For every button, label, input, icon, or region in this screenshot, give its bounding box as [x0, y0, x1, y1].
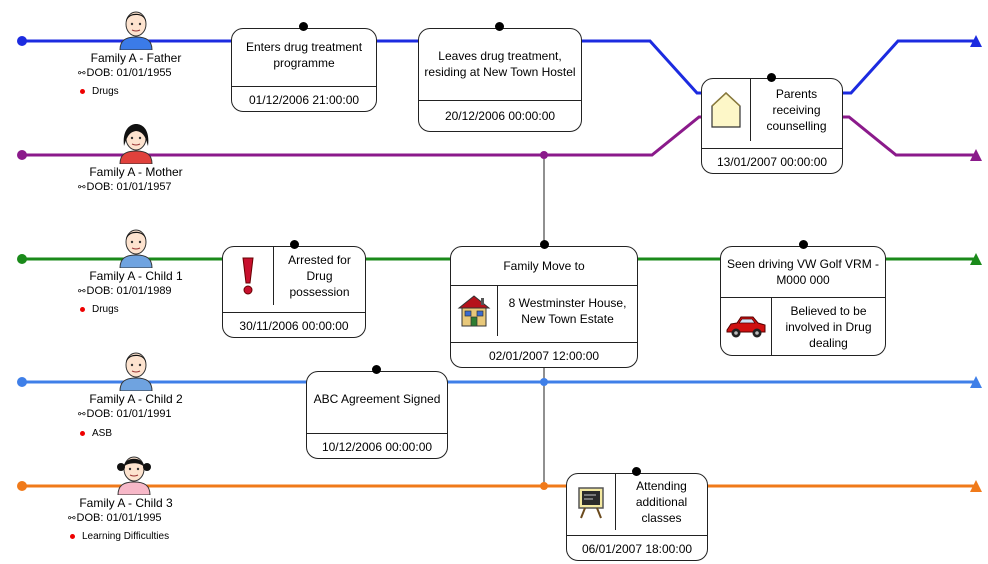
junction-mother [540, 151, 548, 159]
blackboard-icon [567, 474, 616, 530]
event-date: 01/12/2006 21:00:00 [232, 86, 376, 111]
event-date: 10/12/2006 00:00:00 [307, 433, 447, 458]
house-icon [451, 286, 498, 336]
entity-name[interactable]: Family A - Mother [89, 165, 183, 179]
entity-dob: ⚯DOB: 01/01/1955 [78, 67, 172, 79]
entity-dob-text: DOB: 01/01/1991 [86, 408, 172, 420]
tag-dot-icon [80, 430, 85, 436]
event-title: Enters drug treatment programme [245, 40, 363, 70]
event-leaves-treatment[interactable]: Leaves drug treatment, residing at New T… [418, 28, 582, 132]
entity-dob-text: DOB: 01/01/1995 [76, 512, 162, 524]
person-icon [119, 124, 153, 164]
line-end-father [970, 35, 982, 47]
event-pin [540, 240, 549, 249]
entity-tag: ASB [80, 428, 112, 439]
junction-child-2 [540, 378, 548, 386]
person-icon [119, 11, 153, 50]
event-pin [372, 365, 381, 374]
line-start-child-3 [17, 481, 27, 491]
event-title: ABC Agreement Signed [313, 392, 441, 406]
link-icon: ⚯ [78, 409, 86, 419]
event-detail: Believed to be involved in Drug dealing [785, 304, 872, 350]
event-title: Leaves drug treatment, residing at New T… [424, 49, 576, 79]
event-date: 13/01/2007 00:00:00 [702, 148, 842, 173]
event-abc-agreement[interactable]: ABC Agreement Signed 10/12/2006 00:00:00 [306, 371, 448, 459]
car-icon [721, 298, 772, 356]
link-icon: ⚯ [68, 513, 76, 523]
entity-tag-text: Drugs [92, 86, 119, 97]
person-icon [119, 229, 153, 268]
event-drug-treatment[interactable]: Enters drug treatment programme 01/12/20… [231, 28, 377, 112]
entity-tag: Drugs [80, 86, 119, 97]
event-date: 02/01/2007 12:00:00 [451, 342, 637, 367]
link-icon: ⚯ [78, 182, 86, 192]
entity-dob-text: DOB: 01/01/1955 [86, 67, 172, 79]
line-start-father [17, 36, 27, 46]
entity-dob: ⚯DOB: 01/01/1995 [68, 512, 162, 524]
line-start-mother [17, 150, 27, 160]
person-icon [119, 352, 153, 391]
entity-tag-text: ASB [92, 428, 113, 439]
line-end-mother [970, 149, 982, 161]
entity-tag-text: Learning Difficulties [82, 531, 170, 542]
entity-tag-text: Drugs [92, 304, 119, 315]
event-classes[interactable]: Attending additional classes 06/01/2007 … [566, 473, 708, 561]
entity-name[interactable]: Family A - Child 1 [89, 269, 183, 283]
line-start-child-1 [17, 254, 27, 264]
entity-dob-text: DOB: 01/01/1957 [86, 181, 172, 193]
event-family-move[interactable]: Family Move to 8 Westminster House, New … [450, 246, 638, 368]
line-end-child-2 [970, 376, 982, 388]
event-pin [299, 22, 308, 31]
entity-dob: ⚯DOB: 01/01/1989 [78, 285, 172, 297]
entity-dob-text: DOB: 01/01/1989 [86, 285, 172, 297]
event-counselling[interactable]: Parents receiving counselling 13/01/2007… [701, 78, 843, 174]
event-title: Family Move to [503, 259, 585, 273]
event-date: 06/01/2007 18:00:00 [567, 535, 707, 560]
event-date: 30/11/2006 00:00:00 [223, 312, 365, 337]
link-icon: ⚯ [78, 68, 86, 78]
tag-dot-icon [80, 88, 85, 94]
timeline-father-end [843, 39, 975, 95]
event-title: Attending additional classes [635, 479, 688, 525]
tag-dot-icon [80, 306, 85, 312]
event-pin [767, 73, 776, 82]
event-detail: 8 Westminster House, New Town Estate [508, 296, 627, 326]
entity-tag: Drugs [80, 304, 119, 315]
person-icon [117, 456, 151, 495]
entity-dob: ⚯DOB: 01/01/1957 [78, 181, 172, 193]
event-date: 20/12/2006 00:00:00 [419, 100, 581, 131]
link-icon: ⚯ [78, 286, 86, 296]
entity-name[interactable]: Family A - Child 2 [89, 392, 183, 406]
entity-tag: Learning Difficulties [70, 531, 169, 542]
house-icon [702, 79, 751, 141]
event-pin [799, 240, 808, 249]
event-pin [632, 467, 641, 476]
line-end-child-3 [970, 480, 982, 492]
tag-dot-icon [70, 533, 75, 539]
event-pin [290, 240, 299, 249]
event-pin [495, 22, 504, 31]
event-title: Seen driving VW Golf VRM - M000 000 [726, 257, 880, 287]
entity-dob: ⚯DOB: 01/01/1991 [78, 408, 172, 420]
entity-name[interactable]: Family A - Father [90, 51, 182, 65]
event-arrested[interactable]: Arrested for Drug possession 30/11/2006 … [222, 246, 366, 338]
junction-child-3 [540, 482, 548, 490]
timeline-mother-end [843, 115, 975, 157]
entity-name[interactable]: Family A - Child 3 [79, 496, 173, 510]
line-end-child-1 [970, 253, 982, 265]
line-start-child-2 [17, 377, 27, 387]
event-title: Parents receiving counselling [766, 87, 827, 133]
event-vw-golf[interactable]: Seen driving VW Golf VRM - M000 000 Beli… [720, 246, 886, 356]
event-title: Arrested for Drug possession [288, 253, 351, 299]
exclamation-icon [223, 247, 274, 305]
